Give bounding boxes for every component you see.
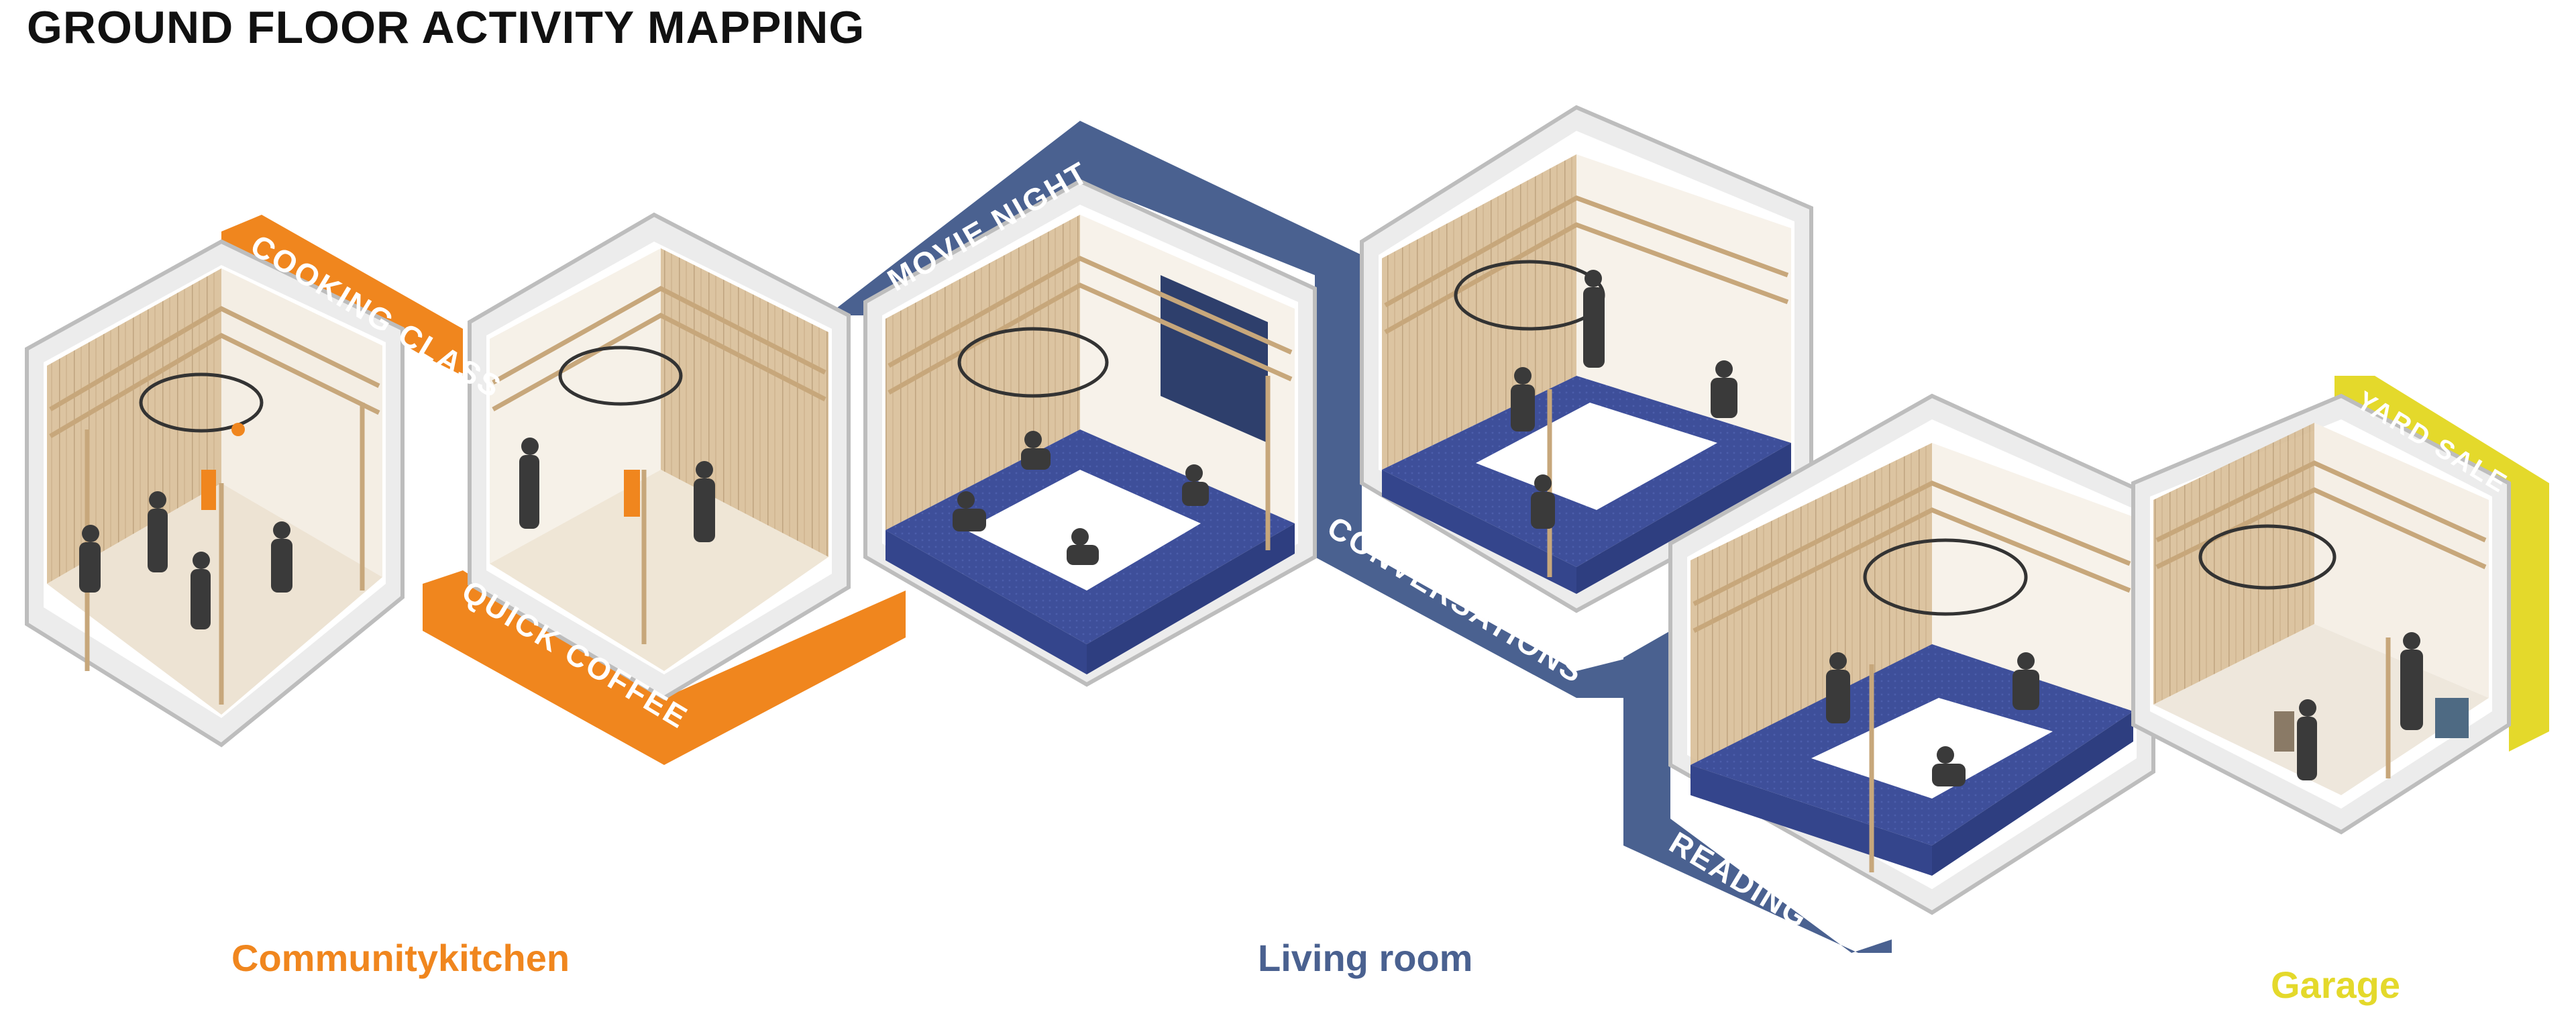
module-reading [1668, 393, 2155, 915]
living-ribbon-middle [1315, 255, 1630, 698]
zone-label-living-room: Living room [1258, 937, 1473, 979]
module-conversations [1360, 105, 1813, 613]
kitchen-ribbon-bottom [423, 570, 906, 765]
module-cooking-class [25, 239, 405, 748]
zone-label-garage: Garage [2271, 964, 2400, 1006]
module-yard-sale [2131, 393, 2511, 835]
zone-label-community-kitchen: Communitykitchen [231, 937, 570, 979]
garage-ribbon [2334, 376, 2549, 752]
page-title: GROUND FLOOR ACTIVITY MAPPING [27, 2, 865, 53]
living-ribbon-bottom [1623, 631, 1892, 953]
module-movie-night [863, 178, 1317, 687]
module-quick-coffee [468, 212, 851, 701]
activity-reading: READING [1664, 825, 1816, 935]
